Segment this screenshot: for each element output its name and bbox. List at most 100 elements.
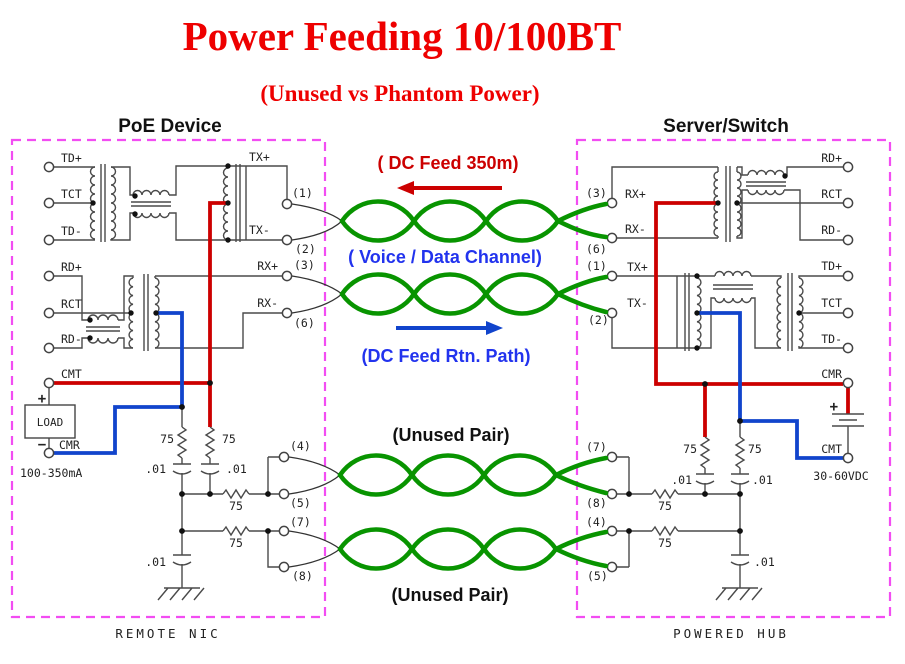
twisted-pair (339, 199, 561, 243)
label-cmr: CMR (821, 367, 842, 381)
junction-dots (626, 173, 802, 534)
capacitor-value: .01 (145, 555, 166, 569)
label-tx-minus: TX- (627, 296, 648, 310)
right-device-box (575, 138, 892, 619)
pin-label-8: (8) (586, 496, 607, 510)
label-rct: RCT (821, 187, 842, 201)
pin-label-7: (7) (290, 515, 311, 529)
right-caption: POWERED HUB (673, 626, 789, 641)
resistor-icon (176, 426, 188, 459)
ground-icon (157, 587, 205, 601)
choke-coil (132, 189, 170, 196)
capacitor-icon (730, 554, 750, 566)
label-cmt: CMT (61, 367, 82, 381)
label-rx-plus: RX+ (625, 187, 646, 201)
capacitor-icon (200, 463, 220, 475)
choke-coil (714, 270, 752, 277)
pair-lead (288, 530, 341, 568)
pin-label-6: (6) (294, 316, 315, 330)
pair-lead (291, 203, 343, 241)
resistor-value: 75 (222, 432, 236, 446)
label-tx-minus: TX- (249, 223, 270, 237)
page-subtitle: (Unused vs Phantom Power) (260, 81, 539, 106)
twisted-pair (337, 453, 559, 497)
left-circuit: LOAD + − TD+ TCT (20, 150, 316, 601)
right-heading: Server/Switch (663, 116, 789, 137)
label-rd-minus: RD- (821, 223, 842, 237)
resistor-icon (222, 525, 250, 537)
label-td-minus: TD- (821, 332, 842, 346)
capacitor-icon (172, 463, 192, 475)
pin-label-8: (8) (292, 569, 313, 583)
pin-label-3: (3) (294, 258, 315, 272)
capacitor-value: .01 (752, 473, 773, 487)
resistor-value: 75 (160, 432, 174, 446)
load-plus-sign: + (38, 391, 46, 407)
battery-icon (832, 413, 864, 427)
resistor-icon (699, 436, 711, 469)
choke-coil (132, 212, 170, 219)
pin-label-3: (3) (586, 186, 607, 200)
choke-coil (747, 169, 785, 176)
pin-label-1: (1) (586, 259, 607, 273)
choke-core (86, 326, 120, 332)
pair-lead (291, 275, 343, 314)
transformer-winding (776, 277, 782, 349)
transformer-core (684, 273, 690, 351)
dc-return-arrow-right-icon (396, 321, 503, 335)
left-heading: PoE Device (118, 116, 222, 137)
resistor-value: 75 (658, 499, 672, 513)
pin-label-2: (2) (588, 313, 609, 327)
twisted-pair-tail (553, 455, 609, 496)
choke-coil (747, 189, 785, 196)
transformer-winding (110, 166, 117, 240)
cable-section: ( DC Feed 350m) ( Voice / Data Channel) … (288, 153, 609, 605)
unused-pair-top-label: (Unused Pair) (392, 425, 509, 445)
resistor-icon (734, 436, 746, 469)
voice-data-label: ( Voice / Data Channel) (348, 247, 542, 267)
choke-core (713, 284, 753, 290)
resistor-value: 75 (658, 536, 672, 550)
left-terminals (43, 161, 293, 573)
capacitor-icon (730, 473, 750, 485)
label-td-plus: TD+ (821, 259, 842, 273)
transformer-core (143, 274, 149, 351)
pin-label-7: (7) (586, 440, 607, 454)
pin-label-6: (6) (586, 242, 607, 256)
load-minus-sign: − (38, 437, 46, 453)
transformer-core (235, 164, 247, 242)
pin-label-5: (5) (290, 496, 311, 510)
dc-return-wire-blue (54, 311, 184, 455)
transformer-core (100, 164, 106, 242)
load-label: LOAD (37, 416, 64, 429)
dc-feed-wire-red (54, 201, 228, 427)
label-tct: TCT (61, 187, 82, 201)
resistor-icon (222, 488, 250, 500)
left-device-box (10, 138, 327, 619)
label-tx-plus: TX+ (627, 260, 648, 274)
label-current-range: 100-350mA (20, 466, 82, 480)
battery-plus-sign: + (830, 399, 838, 415)
label-cmt: CMT (821, 442, 842, 456)
pin-label-4: (4) (290, 439, 311, 453)
right-circuit: RX+ RX- TX+ TX- RD+ RCT RD- TD+ TCT TD- … (586, 151, 869, 601)
ground-icon (715, 587, 763, 601)
label-rct: RCT (61, 297, 82, 311)
resistor-value: 75 (229, 499, 243, 513)
twisted-pair (339, 199, 561, 243)
dc-feed-label: ( DC Feed 350m) (377, 153, 518, 173)
capacitor-value: .01 (226, 462, 247, 476)
choke-coil (87, 314, 119, 321)
transformer-core (725, 166, 731, 242)
twisted-pair (339, 272, 561, 316)
label-rd-plus: RD+ (61, 260, 82, 274)
dc-return-label: (DC Feed Rtn. Path) (362, 346, 531, 366)
pin-label-2: (2) (295, 242, 316, 256)
left-caption: REMOTE NIC (115, 626, 220, 641)
twisted-pair (337, 453, 559, 497)
label-cmr: CMR (59, 438, 80, 452)
dc-return-wire-blue (697, 311, 843, 460)
label-tx-plus: TX+ (249, 150, 270, 164)
left-power-wires (48, 388, 279, 588)
